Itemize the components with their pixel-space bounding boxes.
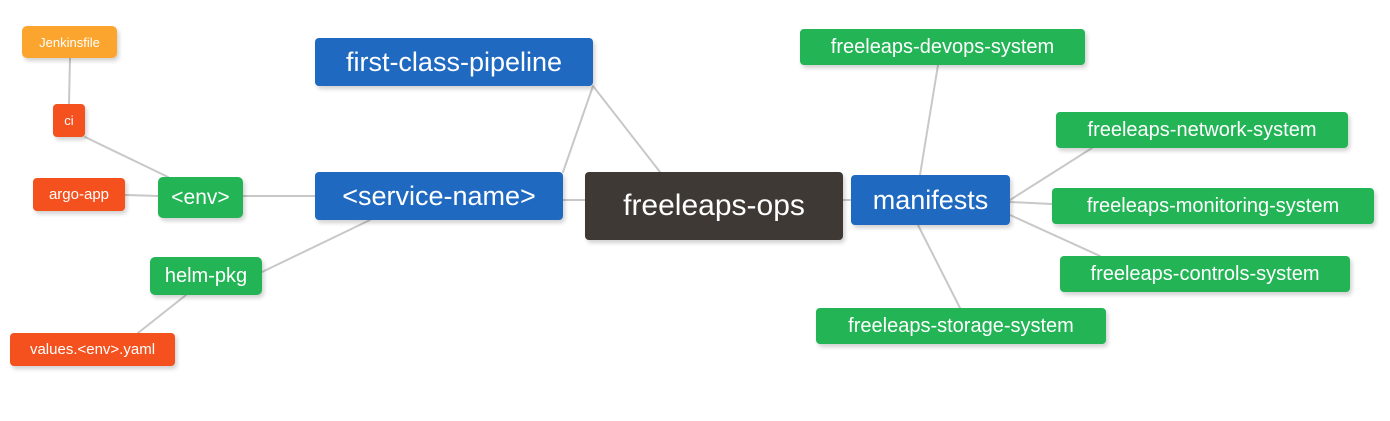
node-label: freeleaps-ops	[623, 189, 805, 222]
edge-ci-to-env	[84, 136, 169, 178]
node-label: freeleaps-storage-system	[848, 315, 1074, 337]
edge-manifests-to-freeleaps-controls-system	[1009, 214, 1101, 257]
node-freeleaps-devops-system[interactable]: freeleaps-devops-system	[800, 29, 1085, 65]
node-service-name[interactable]: <service-name>	[315, 172, 563, 220]
node-label: argo-app	[48, 186, 110, 203]
node-freeleaps-network-system[interactable]: freeleaps-network-system	[1056, 112, 1348, 148]
node-freeleaps-monitoring-system[interactable]: freeleaps-monitoring-system	[1052, 188, 1374, 224]
edge-manifests-to-freeleaps-network-system	[1009, 147, 1093, 201]
node-values-env-yaml[interactable]: values.<env>.yaml	[10, 333, 175, 366]
node-freeleaps-ops[interactable]: freeleaps-ops	[585, 172, 843, 240]
node-freeleaps-controls-system[interactable]: freeleaps-controls-system	[1060, 256, 1350, 292]
node-label: helm-pkg	[164, 265, 248, 287]
node-label: <env>	[171, 186, 230, 209]
edge-manifests-to-freeleaps-monitoring-system	[1009, 201, 1053, 205]
edge-helm-pkg-to-values-env-yaml	[137, 294, 187, 334]
node-label: values.<env>.yaml	[29, 341, 156, 358]
node-label: freeleaps-controls-system	[1090, 263, 1320, 285]
node-label: Jenkinsfile	[39, 34, 100, 50]
node-env[interactable]: <env>	[158, 177, 243, 218]
node-label: freeleaps-devops-system	[830, 36, 1055, 58]
node-manifests[interactable]: manifests	[851, 175, 1010, 225]
edge-manifests-to-freeleaps-devops-system	[919, 64, 939, 176]
node-label: ci	[64, 113, 74, 128]
node-ci[interactable]: ci	[53, 104, 85, 137]
node-freeleaps-storage-system[interactable]: freeleaps-storage-system	[816, 308, 1106, 344]
edge-first-class-pipeline-to-freeleaps-ops	[592, 85, 661, 173]
node-label: freeleaps-monitoring-system	[1086, 195, 1340, 217]
node-label: manifests	[872, 184, 989, 215]
node-jenkinsfile[interactable]: Jenkinsfile	[22, 26, 117, 58]
node-first-class-pipeline[interactable]: first-class-pipeline	[315, 38, 593, 86]
edge-service-name-to-helm-pkg	[261, 219, 371, 273]
node-argo-app[interactable]: argo-app	[33, 178, 125, 211]
edge-service-name-to-first-class-pipeline	[562, 85, 594, 173]
node-label: first-class-pipeline	[345, 46, 563, 77]
node-label: <service-name>	[342, 180, 536, 211]
edge-argo-app-to-env	[124, 194, 159, 197]
edge-jenkinsfile-to-ci	[68, 57, 71, 105]
node-label: freeleaps-network-system	[1087, 119, 1317, 141]
edge-manifests-to-freeleaps-storage-system	[917, 224, 961, 309]
node-helm-pkg[interactable]: helm-pkg	[150, 257, 262, 295]
